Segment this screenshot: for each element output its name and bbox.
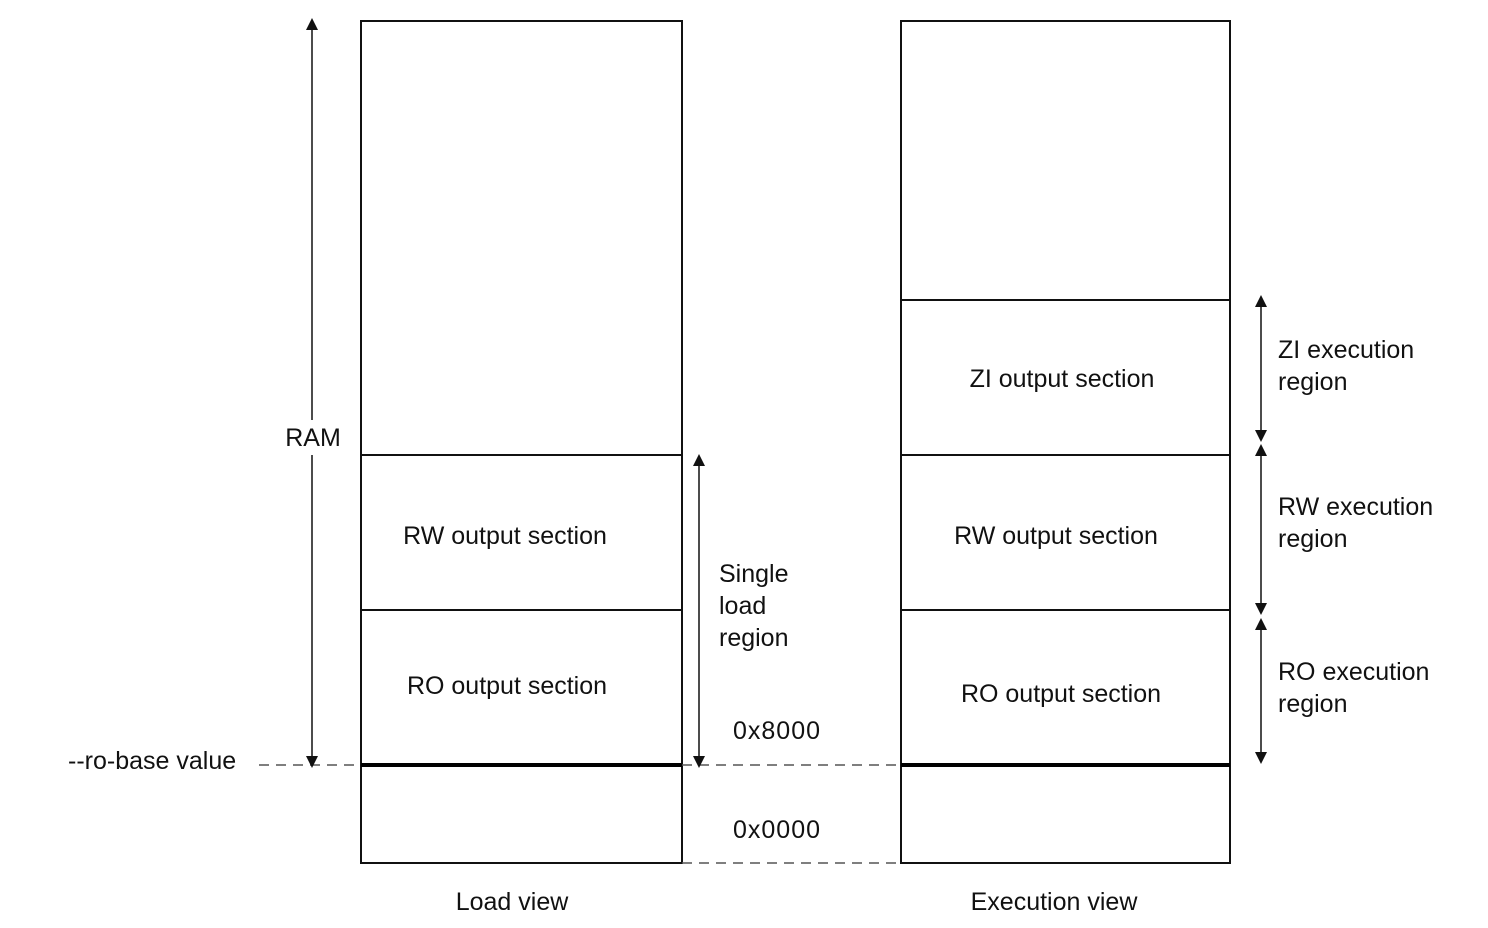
execution-view-caption: Execution view (971, 888, 1139, 916)
load-view-caption: Load view (456, 888, 570, 916)
dashed-guides (259, 764, 901, 864)
single-load-region-line-3: region (719, 624, 789, 652)
ro-execution-region: RO execution region (1255, 618, 1429, 764)
ro-execution-region-line-1: RO execution (1278, 658, 1429, 686)
execution-view: ZI output section RW output section RO o… (900, 20, 1231, 916)
rw-execution-region-line-2: region (1278, 525, 1348, 553)
execution-view-ro-section: RO output section (961, 680, 1161, 708)
single-load-region: Single load region (693, 454, 789, 768)
load-view-ro-section: RO output section (407, 672, 607, 700)
load-view: RW output section RO output section Load… (360, 20, 683, 916)
address-0x0000: 0x0000 (733, 816, 821, 844)
load-view-outline (360, 20, 683, 864)
zi-execution-region-line-2: region (1278, 368, 1348, 396)
ro-base-label: --ro-base value (68, 747, 236, 775)
single-load-region-line-2: load (719, 592, 766, 620)
single-load-region-line-1: Single (719, 560, 789, 588)
rw-execution-region: RW execution region (1255, 444, 1433, 615)
zi-execution-region: ZI execution region (1255, 295, 1414, 442)
rw-execution-region-line-1: RW execution (1278, 493, 1433, 521)
execution-view-outline (900, 20, 1231, 864)
address-0x8000: 0x8000 (733, 717, 821, 745)
execution-view-zi-section: ZI output section (970, 365, 1155, 393)
zi-execution-region-line-1: ZI execution (1278, 336, 1414, 364)
execution-view-rw-section: RW output section (954, 522, 1158, 550)
ram-label: RAM (285, 424, 341, 452)
ram-span: RAM (285, 17, 341, 768)
ro-execution-region-line-2: region (1278, 690, 1348, 718)
load-view-rw-section: RW output section (403, 522, 607, 550)
